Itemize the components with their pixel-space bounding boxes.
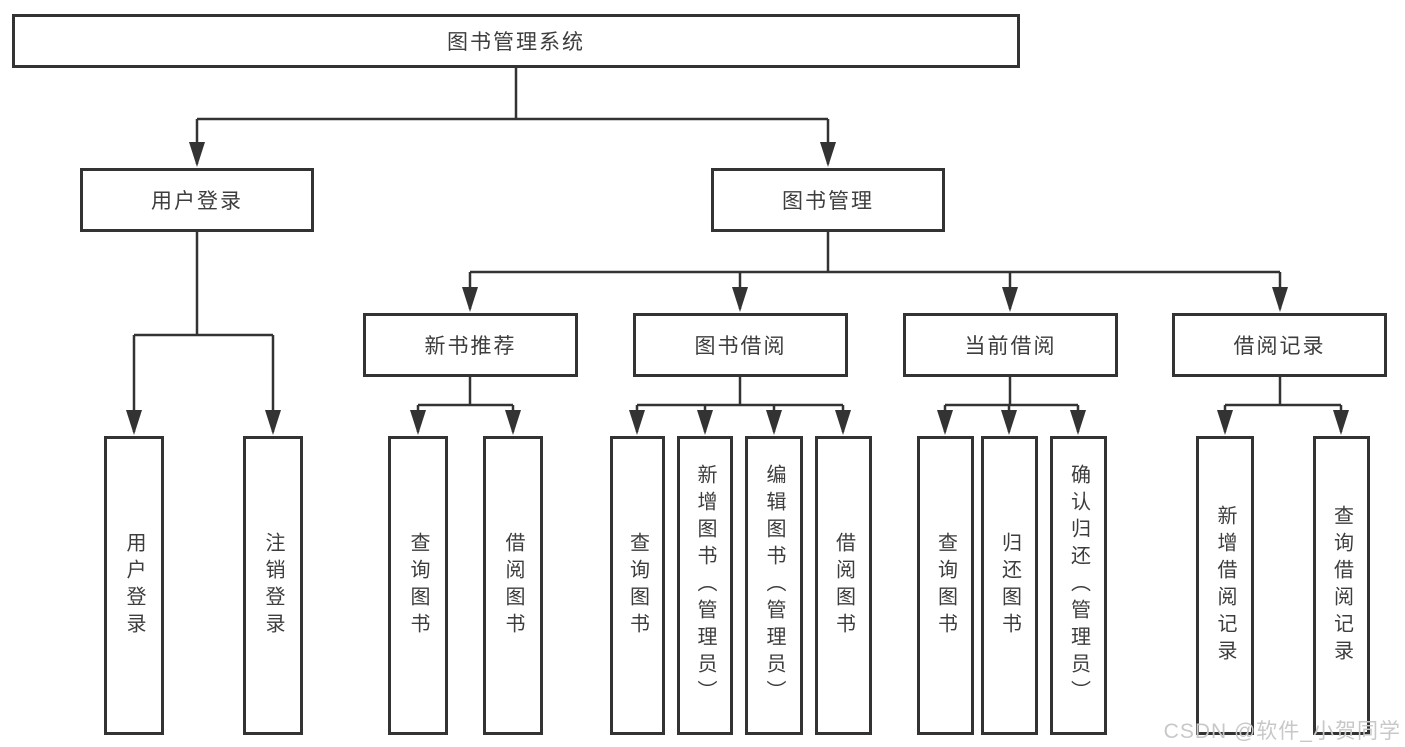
node-label: 借阅图书 xyxy=(502,531,524,640)
node-label: 借阅图书 xyxy=(832,531,855,640)
node-leaf-user-login: 用户登录 xyxy=(104,436,164,735)
node-label: 查询图书 xyxy=(934,531,957,640)
node-leaf-query-books-current: 查询图书 xyxy=(917,436,974,735)
node-leaf-query-books-recommend: 查询图书 xyxy=(388,436,448,735)
node-label: 新增借阅记录 xyxy=(1214,504,1236,667)
node-leaf-logout: 注销登录 xyxy=(243,436,303,735)
node-library-management-system: 图书管理系统 xyxy=(12,14,1020,68)
node-new-book-recommendation: 新书推荐 xyxy=(363,313,578,377)
node-label: 查询图书 xyxy=(626,531,649,640)
node-book-management: 图书管理 xyxy=(711,168,945,232)
node-leaf-return-books: 归还图书 xyxy=(981,436,1038,735)
node-label: 确认归还（管理员） xyxy=(1067,464,1090,707)
node-label: 注销登录 xyxy=(262,531,284,640)
node-current-borrowing: 当前借阅 xyxy=(903,313,1118,377)
node-leaf-add-book-admin: 新增图书（管理员） xyxy=(677,436,733,735)
node-label: 新增图书（管理员） xyxy=(694,464,716,707)
node-leaf-query-books-borrowing: 查询图书 xyxy=(610,436,665,735)
node-label: 查询图书 xyxy=(407,531,429,640)
node-leaf-confirm-return-admin: 确认归还（管理员） xyxy=(1050,436,1107,735)
node-label: 查询借阅记录 xyxy=(1330,504,1353,667)
node-label: 用户登录 xyxy=(123,531,145,640)
node-leaf-add-borrow-record: 新增借阅记录 xyxy=(1196,436,1254,735)
node-user-login: 用户登录 xyxy=(80,168,314,232)
node-label: 编辑图书（管理员） xyxy=(763,464,785,707)
node-borrowing-records: 借阅记录 xyxy=(1172,313,1387,377)
csdn-watermark: CSDN @软件_小贺同学 xyxy=(1163,720,1401,743)
node-book-borrowing: 图书借阅 xyxy=(633,313,848,377)
node-leaf-edit-book-admin: 编辑图书（管理员） xyxy=(745,436,803,735)
node-leaf-borrow-books-recommend: 借阅图书 xyxy=(483,436,543,735)
tree-connector-path xyxy=(132,68,1343,432)
node-label: 归还图书 xyxy=(998,531,1021,640)
node-leaf-query-borrow-record: 查询借阅记录 xyxy=(1313,436,1370,735)
node-leaf-borrow-books: 借阅图书 xyxy=(815,436,872,735)
